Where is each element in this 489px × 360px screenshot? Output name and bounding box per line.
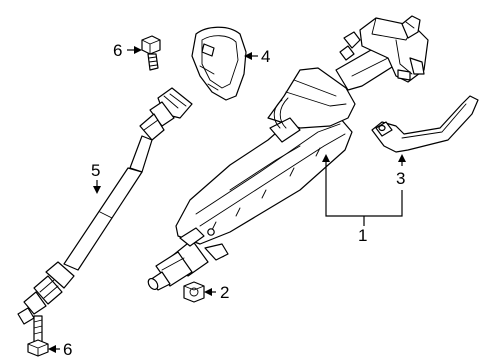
nut — [183, 281, 205, 303]
callout-2: 2 — [220, 283, 229, 302]
leader-lines — [48, 46, 406, 353]
callout-6-bottom: 6 — [63, 340, 72, 359]
callout-labels: 6 4 5 3 1 2 6 — [63, 41, 405, 359]
intermediate-shaft — [17, 87, 193, 325]
callout-6-top: 6 — [113, 41, 122, 60]
callout-4: 4 — [261, 47, 270, 66]
steering-column-assembly — [147, 15, 429, 291]
tilt-lever — [371, 95, 479, 153]
bolt-bottom — [27, 315, 49, 357]
bolt-top — [141, 35, 161, 71]
column-cover-bracket — [191, 26, 247, 101]
callout-5: 5 — [91, 161, 100, 180]
callout-1: 1 — [358, 226, 367, 245]
callout-3: 3 — [396, 169, 405, 188]
